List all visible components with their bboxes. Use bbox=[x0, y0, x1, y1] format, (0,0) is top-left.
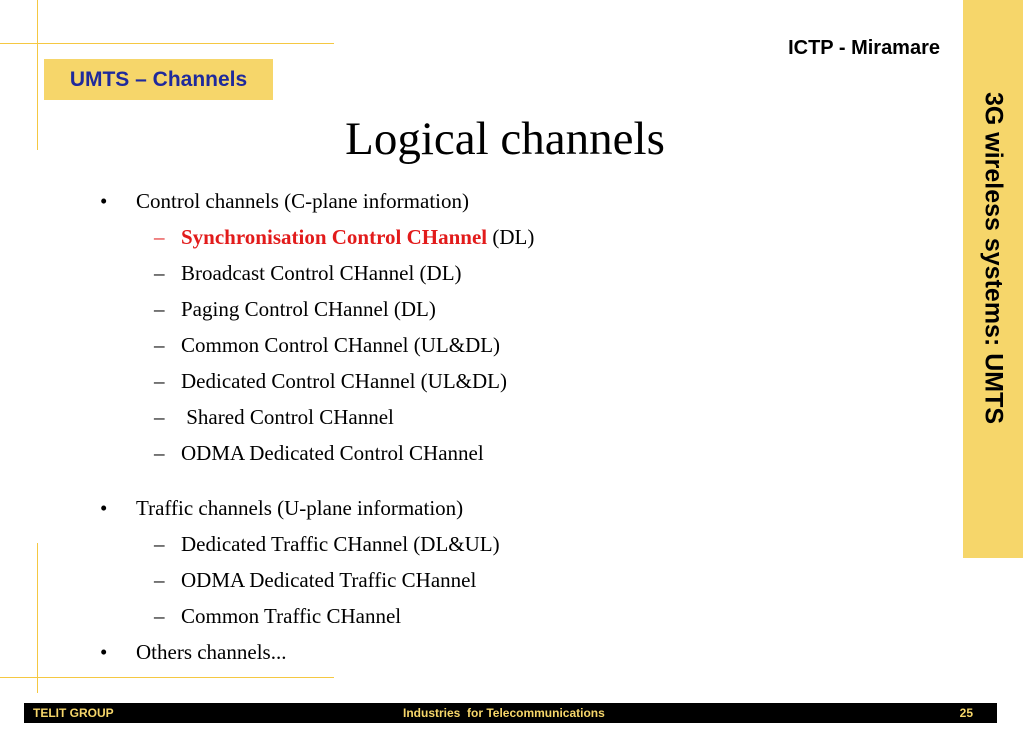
sub-item: – Common Control CHannel (UL&DL) bbox=[96, 327, 534, 363]
bullet-text: Others channels... bbox=[136, 640, 287, 664]
sub-item: – Common Traffic CHannel bbox=[96, 598, 534, 634]
sub-marker: – bbox=[154, 405, 165, 429]
sub-marker: – bbox=[154, 261, 165, 285]
sub-marker: – bbox=[154, 297, 165, 321]
page-number: 25 bbox=[959, 706, 973, 720]
sub-marker: – bbox=[154, 225, 165, 249]
sub-item-text: ODMA Dedicated Control CHannel bbox=[181, 441, 484, 465]
sub-marker: – bbox=[154, 369, 165, 393]
sub-item: – ODMA Dedicated Traffic CHannel bbox=[96, 562, 534, 598]
bottom-vertical-rule bbox=[37, 543, 38, 693]
side-title-bar: 3G wireless systems: UMTS bbox=[963, 0, 1023, 558]
footer-tagline: Industries for Telecommunications bbox=[403, 706, 605, 720]
sub-item: – Dedicated Control CHannel (UL&DL) bbox=[96, 363, 534, 399]
sub-item-text: Shared Control CHannel bbox=[181, 405, 394, 429]
bullet-control-channels: • Control channels (C-plane information) bbox=[96, 183, 534, 219]
sub-marker: – bbox=[154, 532, 165, 556]
sub-item: – Broadcast Control CHannel (DL) bbox=[96, 255, 534, 291]
sub-item: – ODMA Dedicated Control CHannel bbox=[96, 435, 534, 471]
sub-item-text: ODMA Dedicated Traffic CHannel bbox=[181, 568, 477, 592]
bullet-text: Control channels (C-plane information) bbox=[136, 189, 469, 213]
sub-item: – Synchronisation Control CHannel (DL) bbox=[96, 219, 534, 255]
sub-item: – Dedicated Traffic CHannel (DL&UL) bbox=[96, 526, 534, 562]
section-tag: UMTS – Channels bbox=[44, 59, 273, 100]
slide-title: Logical channels bbox=[345, 113, 665, 165]
sub-item-text: Common Control CHannel (UL&DL) bbox=[181, 333, 501, 357]
sub-item-text: Common Traffic CHannel bbox=[181, 604, 402, 628]
footer-company: TELIT GROUP bbox=[33, 706, 114, 720]
footer-bar: TELIT GROUP Industries for Telecommunica… bbox=[24, 703, 997, 723]
bullet-marker: • bbox=[100, 640, 108, 664]
bottom-horizontal-rule bbox=[0, 677, 334, 678]
bullet-text: Traffic channels (U-plane information) bbox=[136, 496, 464, 520]
sub-item-text: Dedicated Traffic CHannel (DL&UL) bbox=[181, 532, 500, 556]
sub-marker: – bbox=[154, 441, 165, 465]
sub-item: – Paging Control CHannel (DL) bbox=[96, 291, 534, 327]
bullet-others: • Others channels... bbox=[96, 634, 534, 670]
organization-label: ICTP - Miramare bbox=[788, 37, 940, 59]
bullet-marker: • bbox=[100, 496, 108, 520]
highlighted-channel: Synchronisation Control CHannel bbox=[181, 225, 488, 249]
bullet-marker: • bbox=[100, 189, 108, 213]
sub-item-text: Paging Control CHannel (DL) bbox=[181, 297, 436, 321]
top-vertical-rule bbox=[37, 0, 38, 150]
slide-content: • Control channels (C-plane information)… bbox=[96, 183, 534, 670]
sub-marker: – bbox=[154, 604, 165, 628]
sub-item: – Shared Control CHannel bbox=[96, 399, 534, 435]
sub-item-text: Broadcast Control CHannel (DL) bbox=[181, 261, 462, 285]
bullet-traffic-channels: • Traffic channels (U-plane information) bbox=[96, 490, 534, 526]
channel-direction: (DL) bbox=[487, 225, 535, 249]
sub-marker: – bbox=[154, 568, 165, 592]
sub-marker: – bbox=[154, 333, 165, 357]
top-horizontal-rule bbox=[0, 43, 334, 44]
sub-item-text: Dedicated Control CHannel (UL&DL) bbox=[181, 369, 507, 393]
